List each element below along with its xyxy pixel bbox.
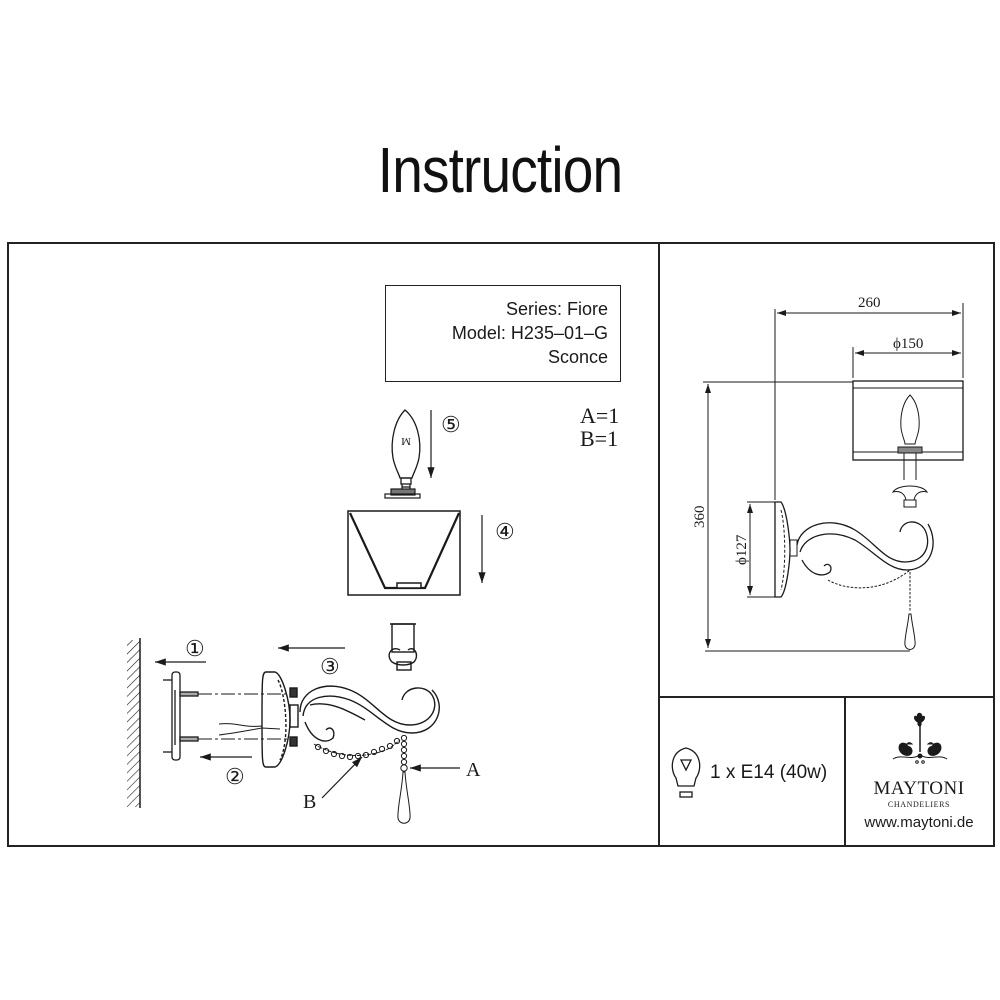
step-5-marker: ⑤ bbox=[441, 412, 461, 437]
bulb-holder-ring bbox=[384, 488, 421, 499]
lamp-shade-step4 bbox=[347, 510, 461, 596]
wall bbox=[127, 638, 141, 808]
label-b: B bbox=[303, 791, 316, 813]
bulb-spec: 1 x E14 (40w) bbox=[710, 762, 828, 783]
brand-website[interactable]: www.maytoni.de bbox=[864, 814, 974, 831]
chandelier-ornament-logo bbox=[892, 712, 948, 764]
column-divider bbox=[658, 242, 660, 845]
brand-tagline: CHANDELIERS bbox=[887, 800, 951, 809]
step-2-marker: ② bbox=[225, 764, 245, 789]
step-3-marker: ③ bbox=[320, 654, 340, 679]
label-a: A bbox=[466, 759, 481, 781]
label-b-leader bbox=[321, 756, 363, 799]
dim-width: 260 bbox=[858, 295, 881, 311]
crystal-pendant-a bbox=[397, 734, 411, 824]
page-title: Instruction bbox=[377, 134, 623, 206]
step-4-marker: ④ bbox=[495, 519, 515, 544]
row-divider bbox=[658, 696, 993, 698]
drawing-frame bbox=[7, 242, 995, 847]
series-label: Series: Fiore bbox=[505, 299, 608, 319]
dimension-drawing bbox=[703, 303, 964, 652]
product-info-box: Series: Fiore Model: H235–01–G Sconce bbox=[385, 285, 621, 382]
bulb-step5: M bbox=[391, 409, 421, 493]
part-b-count: B=1 bbox=[580, 426, 619, 451]
footer-divider bbox=[844, 696, 846, 845]
alignment-lines bbox=[198, 693, 290, 740]
dim-height: 360 bbox=[692, 506, 708, 529]
sconce-arm bbox=[299, 623, 440, 742]
step-1-marker: ① bbox=[185, 636, 205, 661]
part-a-count: A=1 bbox=[580, 403, 620, 428]
dim-backplate-diameter: ϕ127 bbox=[734, 534, 750, 565]
light-bulb-icon bbox=[671, 747, 701, 798]
wires bbox=[218, 723, 281, 736]
parts-count: A=1 B=1 bbox=[580, 404, 619, 450]
model-label: Model: H235–01–G bbox=[451, 323, 608, 343]
crystal-chain-b bbox=[313, 737, 401, 761]
mounting-plate bbox=[163, 671, 199, 761]
brand-name: MAYTONI bbox=[873, 778, 965, 799]
sconce-backplate bbox=[261, 671, 299, 768]
product-type-label: Sconce bbox=[547, 347, 608, 367]
dim-shade-diameter: ϕ150 bbox=[893, 336, 923, 352]
bulb-marking: M bbox=[401, 435, 411, 447]
